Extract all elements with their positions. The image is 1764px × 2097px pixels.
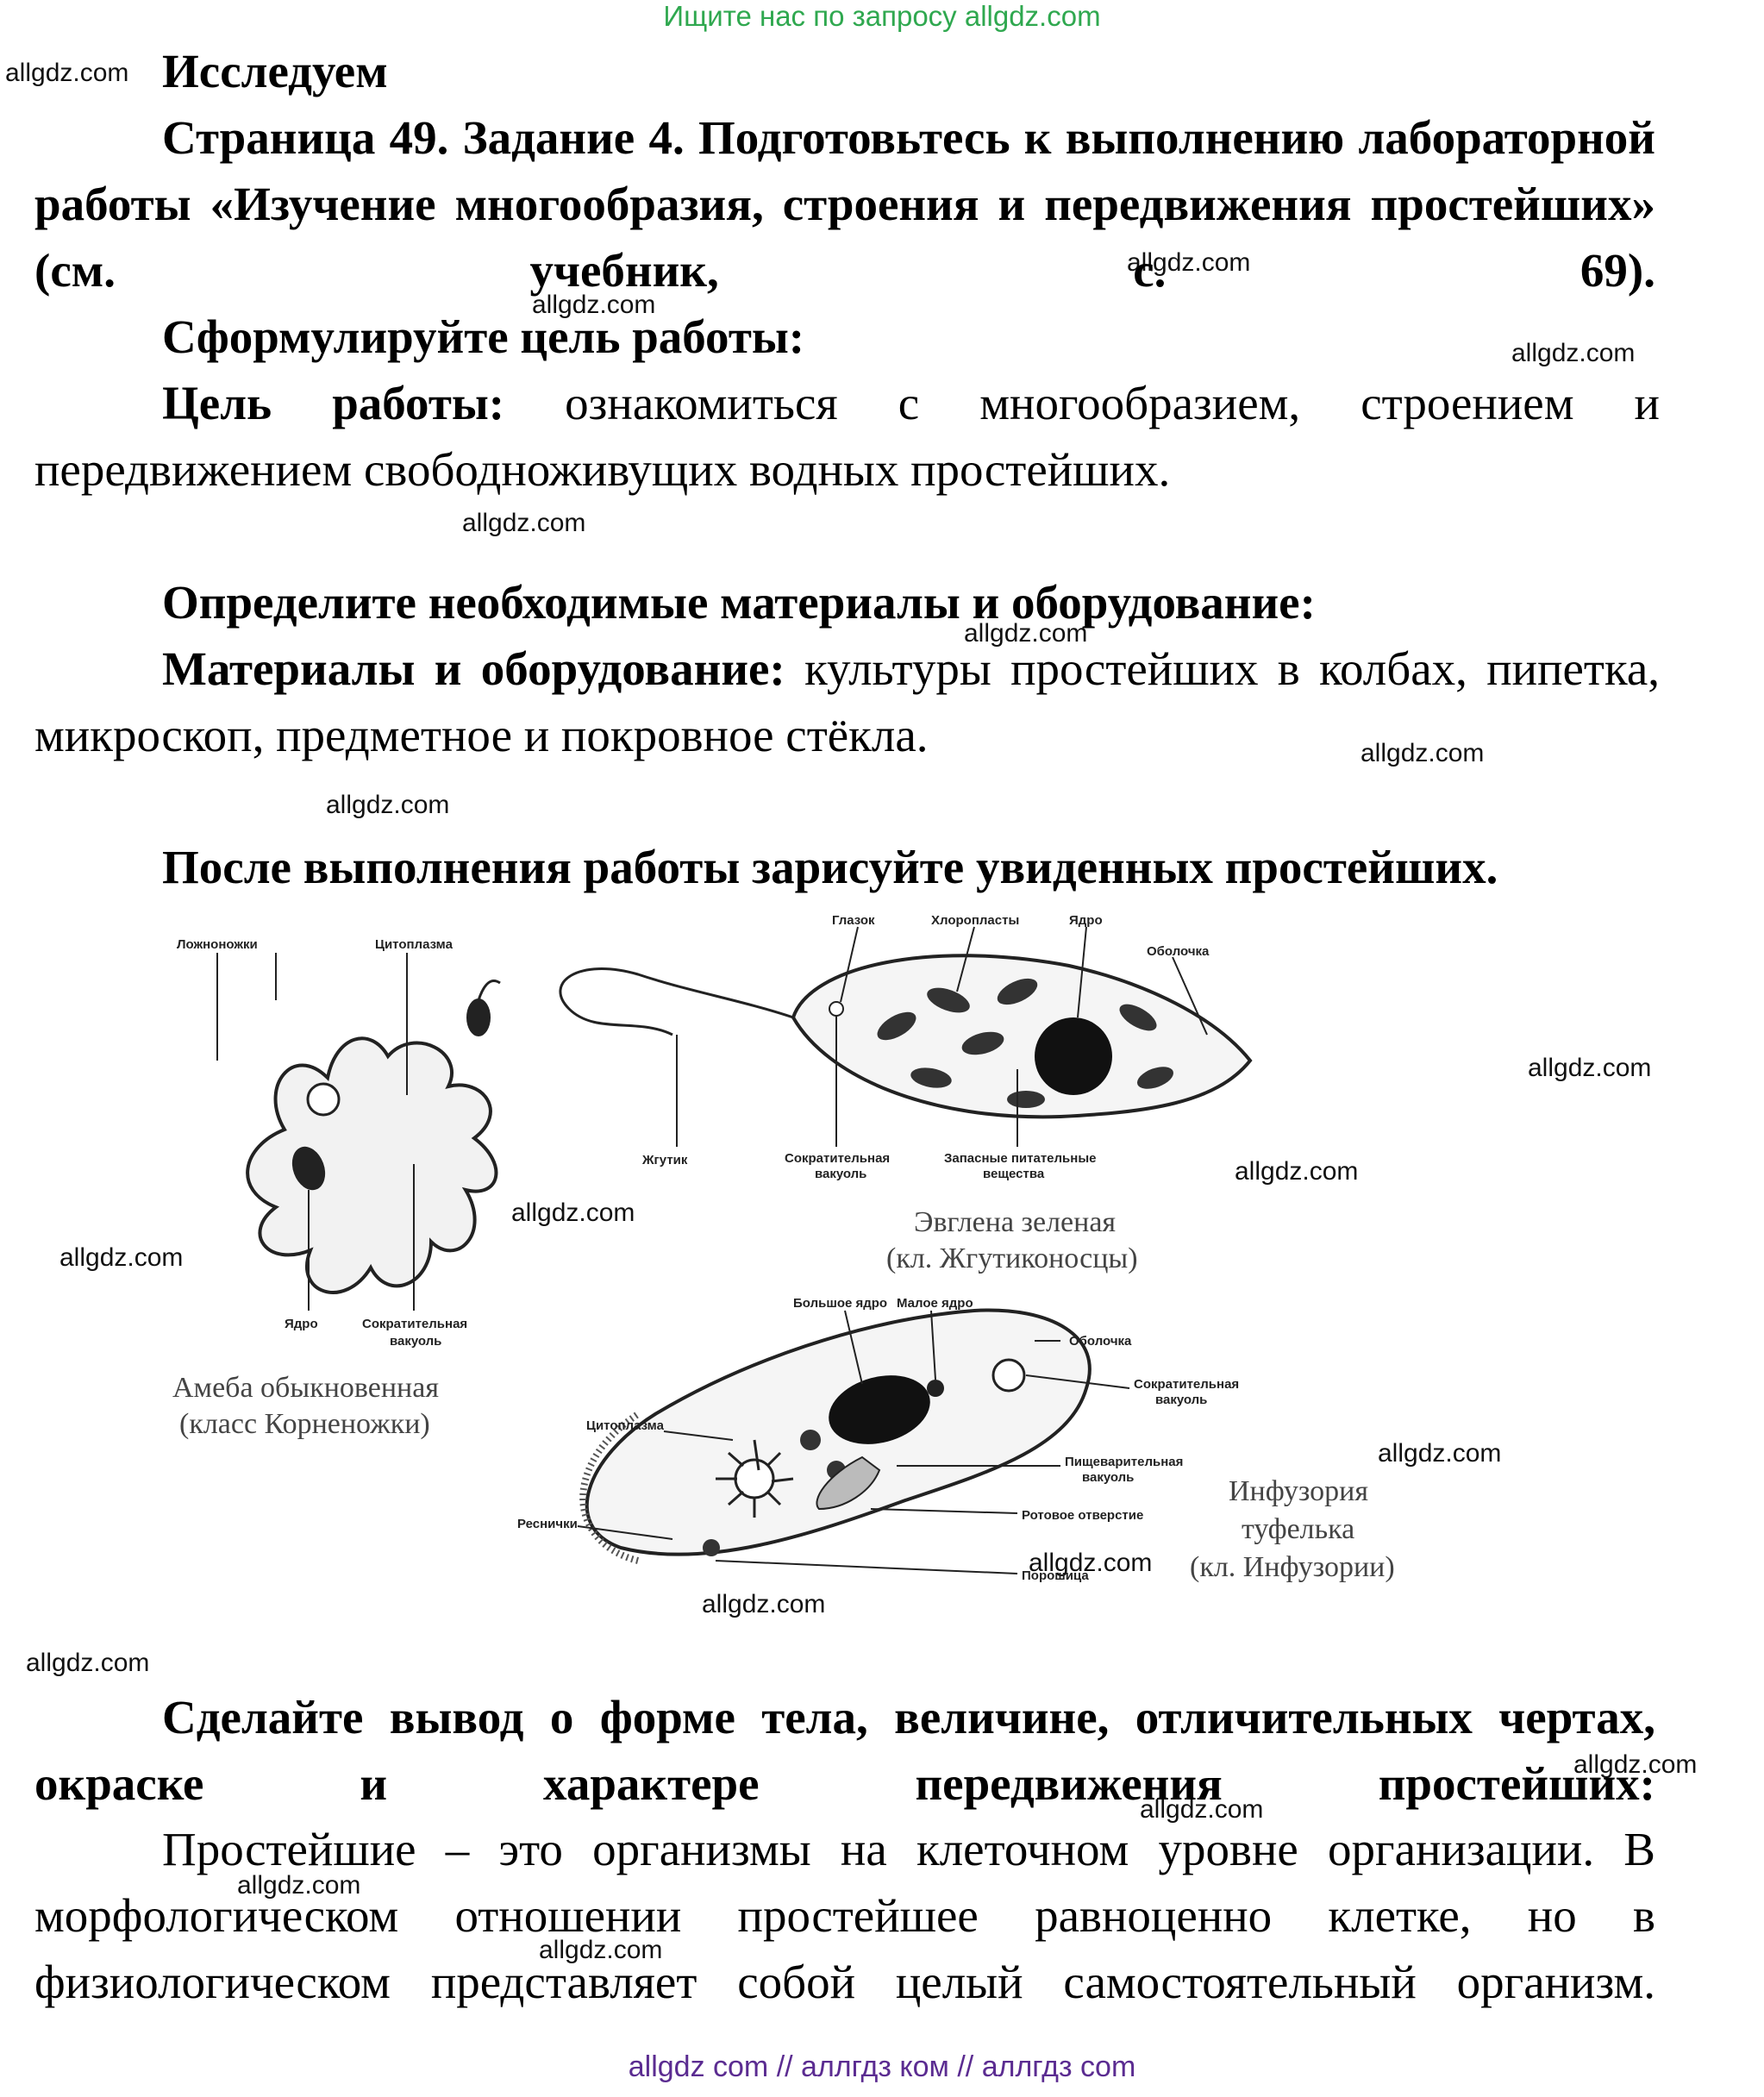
watermark: allgdz.com <box>59 1243 184 1272</box>
paramecium-label-vacuole-2: вакуоль <box>1155 1393 1207 1407</box>
euglena-label-vacuole: Сократительная <box>785 1151 890 1166</box>
paramecium-label-digestive: Пищеварительная <box>1065 1455 1183 1469</box>
amoeba-label-cytoplasm: Цитоплазма <box>375 937 454 952</box>
task-text: Страница 49. Задание 4. Подготовьтесь к … <box>34 111 1655 297</box>
amoeba-label-vacuole: Сократительная <box>362 1317 467 1331</box>
watermark: allgdz.com <box>1361 739 1485 767</box>
watermark: allgdz.com <box>1029 1549 1153 1577</box>
amoeba-drawing: Ложноножки Цитоплазма Ядро Сократительна… <box>172 937 501 1440</box>
euglena-label-eyespot: Глазок <box>832 913 875 928</box>
amoeba-caption-class: (класс Корненожки) <box>179 1408 430 1440</box>
euglena-caption-class: (кл. Жгутиконосцы) <box>886 1243 1138 1274</box>
watermark: allgdz.com <box>964 619 1088 648</box>
question-conclusion: Сделайте вывод о форме тела, величине, о… <box>34 1691 1655 1810</box>
watermark: allgdz.com <box>1235 1157 1359 1186</box>
section-heading: Исследуем <box>162 45 388 97</box>
watermark: allgdz.com <box>237 1871 361 1900</box>
footer-links[interactable]: allgdz com // аллгдз ком // аллгдз com <box>628 2050 1136 2083</box>
amoeba-label-vacuole-2: вакуоль <box>390 1334 441 1349</box>
conclusion-answer: Простейшие – это организмы на клеточном … <box>34 1823 1655 2008</box>
watermark: allgdz.com <box>1140 1795 1264 1824</box>
watermark: allgdz.com <box>1511 339 1636 367</box>
euglena-label-vacuole-2: вакуоль <box>815 1167 866 1181</box>
watermark: allgdz.com <box>26 1649 150 1677</box>
watermark: allgdz.com <box>326 791 450 819</box>
paramecium-label-vacuole: Сократительная <box>1134 1377 1239 1392</box>
paramecium-label-pore: Порошица <box>1022 1568 1089 1583</box>
paramecium-caption-2: туфелька <box>1242 1513 1354 1545</box>
euglena-caption: Эвглена зеленая <box>914 1206 1116 1238</box>
paramecium-label-micronucleus: Малое ядро <box>897 1296 973 1311</box>
amoeba-caption: Амеба обыкновенная <box>172 1372 439 1404</box>
paramecium-drawing: Большое ядро Малое ядро Оболочка Сократи… <box>517 1296 1395 1583</box>
paramecium-label-membrane: Оболочка <box>1069 1334 1132 1349</box>
question-materials: Определите необходимые материалы и обору… <box>162 576 1316 629</box>
question-draw: После выполнения работы зарисуйте увиден… <box>162 841 1498 893</box>
watermark: allgdz.com <box>1127 248 1251 277</box>
watermark: allgdz.com <box>1528 1054 1652 1082</box>
paramecium-label-cilia: Реснички <box>517 1517 578 1531</box>
amoeba-label-nucleus: Ядро <box>285 1317 318 1331</box>
euglena-label-reserves: Запасные питательные <box>944 1151 1096 1166</box>
watermark: allgdz.com <box>511 1199 635 1227</box>
watermark: allgdz.com <box>1573 1750 1698 1779</box>
euglena-label-reserves-2: вещества <box>983 1167 1045 1181</box>
protozoa-figure: Ложноножки Цитоплазма Ядро Сократительна… <box>172 913 1395 1583</box>
top-banner[interactable]: Ищите нас по запросу allgdz.com <box>663 0 1101 32</box>
euglena-drawing: Глазок Хлоропласты Ядро Оболочка Жгутик … <box>559 913 1253 1274</box>
watermark: allgdz.com <box>539 1936 663 1964</box>
goal-answer: Цель работы: ознакомиться с многообразие… <box>34 377 1660 496</box>
euglena-label-flagellum: Жгутик <box>641 1153 688 1167</box>
materials-answer: Материалы и оборудование: культуры прост… <box>34 642 1661 761</box>
paramecium-caption-class: (кл. Инфузории) <box>1190 1551 1395 1583</box>
paramecium-caption: Инфузория <box>1229 1475 1368 1507</box>
euglena-label-membrane: Оболочка <box>1147 944 1210 959</box>
watermark: allgdz.com <box>702 1590 826 1618</box>
watermark: allgdz.com <box>5 59 129 87</box>
watermark: allgdz.com <box>532 291 656 319</box>
paramecium-label-digestive-2: вакуоль <box>1082 1470 1134 1485</box>
watermark: allgdz.com <box>462 509 586 537</box>
paramecium-label-macronucleus: Большое ядро <box>793 1296 887 1311</box>
euglena-label-nucleus: Ядро <box>1069 913 1103 928</box>
amoeba-label-pseudopods: Ложноножки <box>177 937 258 952</box>
paramecium-label-cytoplasm: Цитоплазма <box>586 1418 665 1433</box>
paramecium-label-mouth: Ротовое отверстие <box>1022 1508 1143 1523</box>
euglena-label-chloroplasts: Хлоропласты <box>931 913 1019 928</box>
question-goal: Сформулируйте цель работы: <box>162 310 805 363</box>
watermark: allgdz.com <box>1378 1439 1502 1468</box>
